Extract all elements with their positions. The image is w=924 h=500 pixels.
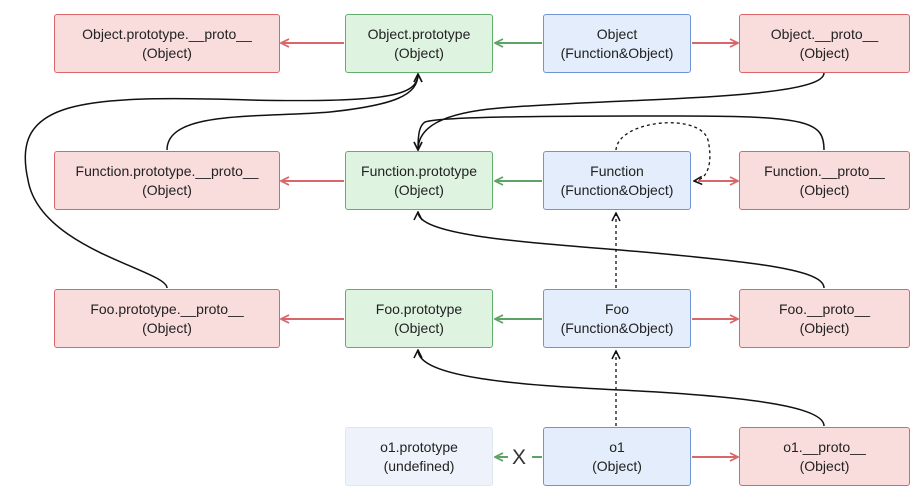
- node-type: (Object): [394, 181, 444, 198]
- node-label: Object.__proto__: [770, 25, 879, 42]
- node-type: (Object): [592, 457, 642, 474]
- node-type: (Function&Object): [560, 319, 674, 336]
- node-o1-proto: o1.__proto__ (Object): [739, 427, 910, 486]
- node-type: (Object): [142, 44, 192, 61]
- node-function: Function (Function&Object): [543, 151, 691, 210]
- node-foo-prototype-proto: Foo.prototype.__proto__ (Object): [54, 289, 280, 348]
- node-function-prototype-proto: Function.prototype.__proto__ (Object): [54, 151, 280, 210]
- node-type: (Object): [799, 319, 850, 336]
- node-function-proto: Function.__proto__ (Object): [739, 151, 910, 210]
- node-label: Foo.__proto__: [778, 300, 871, 317]
- node-label: Function.prototype: [361, 162, 477, 179]
- node-label: Object.prototype.__proto__: [82, 25, 252, 42]
- node-type: (Object): [142, 319, 192, 336]
- node-o1-prototype: o1.prototype (undefined): [345, 427, 493, 486]
- node-object-prototype-proto: Object.prototype.__proto__ (Object): [54, 14, 280, 73]
- node-type: (Object): [142, 181, 192, 198]
- node-type: (undefined): [383, 457, 455, 474]
- node-type: (Function&Object): [560, 181, 674, 198]
- node-object: Object (Function&Object): [543, 14, 691, 73]
- node-type: (Function&Object): [560, 44, 674, 61]
- node-label: Function.prototype.__proto__: [75, 162, 259, 179]
- node-label: Foo: [604, 300, 630, 317]
- curve-funcprotoproto-to-objproto: [166, 74, 418, 151]
- node-label: o1.__proto__: [783, 438, 866, 455]
- node-type: (Object): [799, 457, 850, 474]
- blocked-link-marker: X: [512, 446, 527, 469]
- red-arrows: [281, 43, 738, 457]
- dotted-links: [615, 122, 711, 426]
- node-foo: Foo (Function&Object): [543, 289, 691, 348]
- green-arrows: [495, 43, 542, 457]
- node-label: o1: [609, 438, 625, 455]
- node-label: o1.prototype: [380, 438, 458, 455]
- node-label: Function: [590, 162, 644, 179]
- node-o1: o1 (Object): [543, 427, 691, 486]
- node-label: Object: [596, 25, 638, 42]
- node-type: (Object): [799, 44, 850, 61]
- node-label: Object.prototype: [367, 25, 471, 42]
- node-object-proto: Object.__proto__ (Object): [739, 14, 910, 73]
- node-type: (Object): [394, 319, 444, 336]
- curve-objectproto-to-funcproto: [418, 72, 825, 150]
- node-label: Foo.prototype: [375, 300, 463, 317]
- node-foo-proto: Foo.__proto__ (Object): [739, 289, 910, 348]
- dotted-function-self-loop: [615, 122, 711, 181]
- curve-links: [24, 72, 825, 427]
- curve-fooproto-to-funcproto: [418, 212, 825, 289]
- node-object-prototype: Object.prototype (Object): [345, 14, 493, 73]
- node-type: (Object): [799, 181, 850, 198]
- node-type: (Object): [394, 44, 444, 61]
- curve-fooprotoproto-to-objproto: [24, 74, 418, 289]
- node-label: Function.__proto__: [764, 162, 885, 179]
- curve-o1proto-to-fooproto: [418, 350, 825, 427]
- curve-functionproto-to-funcproto: [418, 115, 825, 150]
- node-function-prototype: Function.prototype (Object): [345, 151, 493, 210]
- node-foo-prototype: Foo.prototype (Object): [345, 289, 493, 348]
- node-label: Foo.prototype.__proto__: [90, 300, 244, 317]
